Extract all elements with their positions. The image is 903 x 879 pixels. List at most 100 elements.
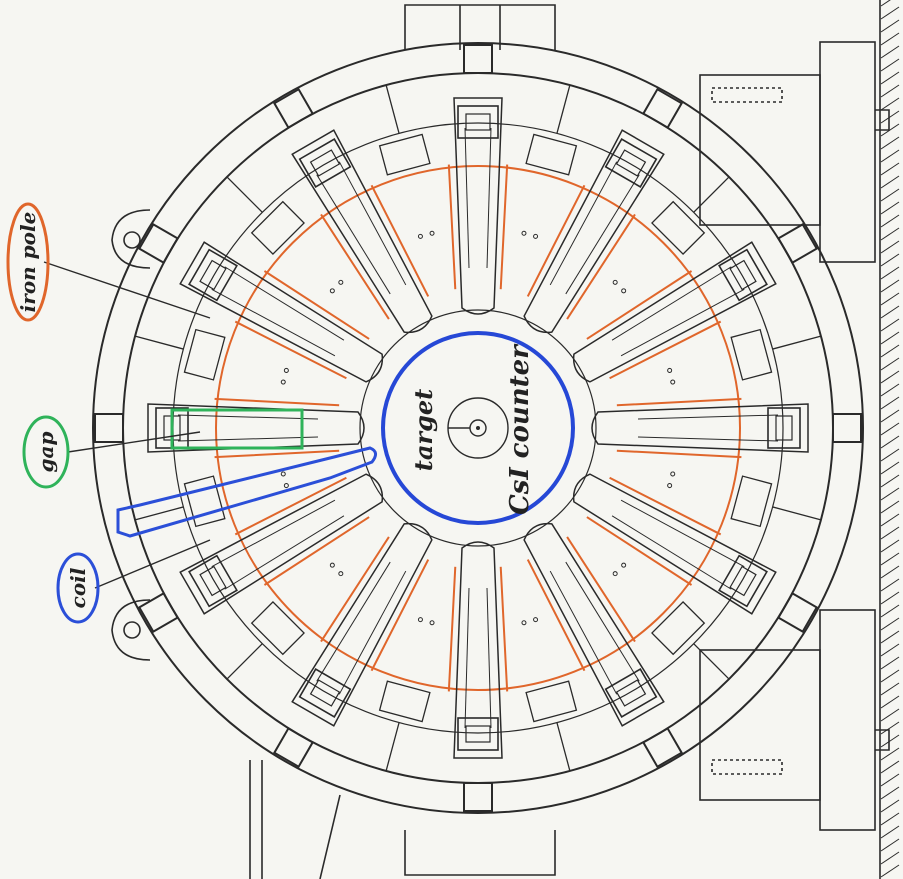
hatch-line <box>880 604 900 618</box>
hatch-line <box>880 84 900 98</box>
hatch-line <box>880 487 900 501</box>
hatch-line <box>880 45 900 59</box>
hatch-line <box>880 71 900 85</box>
coil-arm <box>523 522 683 769</box>
coil-arm <box>591 403 862 453</box>
hatch-line <box>880 318 900 332</box>
hatch-line <box>880 136 900 150</box>
hatch-line <box>880 32 900 46</box>
coil-arm <box>137 473 384 633</box>
target-label: target <box>409 389 438 471</box>
hatch-line <box>880 370 900 384</box>
hatch-line <box>880 110 900 124</box>
coil-arm <box>523 87 683 334</box>
hatch-line <box>880 58 900 72</box>
hatch-line <box>880 435 900 449</box>
iron-pole-wedge <box>609 449 822 536</box>
hatch-line <box>880 617 900 631</box>
hatch-line <box>880 162 900 176</box>
coil-callout-oval <box>56 552 100 624</box>
hatch-line <box>880 422 900 436</box>
iron-pole-wedge <box>609 320 822 407</box>
hatch-line <box>880 591 900 605</box>
gap-label: gap <box>34 432 58 473</box>
hatch-line <box>880 0 891 7</box>
hatch-line <box>880 474 900 488</box>
gap-callout-oval <box>22 415 70 489</box>
callout-leaders <box>43 261 211 589</box>
coil-highlight <box>116 446 377 538</box>
iron-pole-wedge <box>499 559 586 772</box>
hatch-line <box>880 175 900 189</box>
magnet-sectors <box>94 44 862 812</box>
iron-pole-wedge <box>134 449 347 536</box>
iron-pole-wedge <box>499 84 586 297</box>
hatch-line <box>880 825 900 839</box>
hatch-line <box>880 682 900 696</box>
hatch-line <box>880 513 900 527</box>
hatch-line <box>880 552 900 566</box>
hatch-line <box>880 214 900 228</box>
hatch-line <box>880 747 900 761</box>
hatch-line <box>880 409 900 423</box>
hatch-line <box>880 760 900 774</box>
iron-pole-wedge <box>566 516 730 680</box>
hatch-line <box>880 799 900 813</box>
hatch-line <box>880 266 900 280</box>
hatch-line <box>880 240 900 254</box>
wall-hatching <box>880 0 900 878</box>
hatch-line <box>880 721 900 735</box>
hatch-line <box>880 396 900 410</box>
hatch-line <box>880 188 900 202</box>
hatch-line <box>880 19 900 33</box>
hatch-line <box>880 500 900 514</box>
target-point <box>476 426 480 430</box>
hatch-line <box>880 526 900 540</box>
hatch-line <box>880 643 900 657</box>
hatch-line <box>880 448 900 462</box>
coil-arm <box>273 522 433 769</box>
iron-ring-outline <box>215 165 741 691</box>
coil-label: coil <box>66 567 90 608</box>
hatch-line <box>880 864 900 878</box>
hatch-line <box>880 578 900 592</box>
hatch-line <box>880 292 900 306</box>
hatch-line <box>880 331 900 345</box>
coil-arm <box>572 223 819 383</box>
hatch-line <box>880 812 900 826</box>
hatch-line <box>880 656 900 670</box>
iron-pole-callout-oval <box>6 202 50 322</box>
hatch-line <box>880 630 900 644</box>
hatch-line <box>880 305 900 319</box>
hatch-line <box>880 123 900 137</box>
hatch-line <box>880 838 900 852</box>
iron-pole-wedge <box>134 320 347 407</box>
hatch-line <box>880 253 900 267</box>
iron-pole-label: iron pole <box>16 212 40 313</box>
coil-arm <box>572 473 819 633</box>
inner-bore <box>359 309 597 547</box>
coil-arm <box>453 541 503 812</box>
hatch-line <box>880 539 900 553</box>
hatch-line <box>880 669 900 683</box>
hatch-line <box>880 279 900 293</box>
hatch-line <box>880 786 900 800</box>
iron-pole-wedge <box>566 176 730 340</box>
coil-arm <box>273 87 433 334</box>
support-frame <box>111 0 890 879</box>
hatch-line <box>880 734 900 748</box>
iron-pole-wedge <box>226 176 390 340</box>
csi-counter-label: CsI counter <box>505 343 535 515</box>
hatch-line <box>880 344 900 358</box>
hatch-line <box>880 851 900 865</box>
hatch-line <box>880 149 900 163</box>
hatch-line <box>880 383 900 397</box>
iron-pole-wedge <box>370 84 457 297</box>
coil-arm <box>137 223 384 383</box>
hatch-line <box>880 565 900 579</box>
gap-highlight <box>170 408 304 450</box>
hatch-line <box>880 695 900 709</box>
hatch-line <box>880 708 900 722</box>
hatch-line <box>880 357 900 371</box>
